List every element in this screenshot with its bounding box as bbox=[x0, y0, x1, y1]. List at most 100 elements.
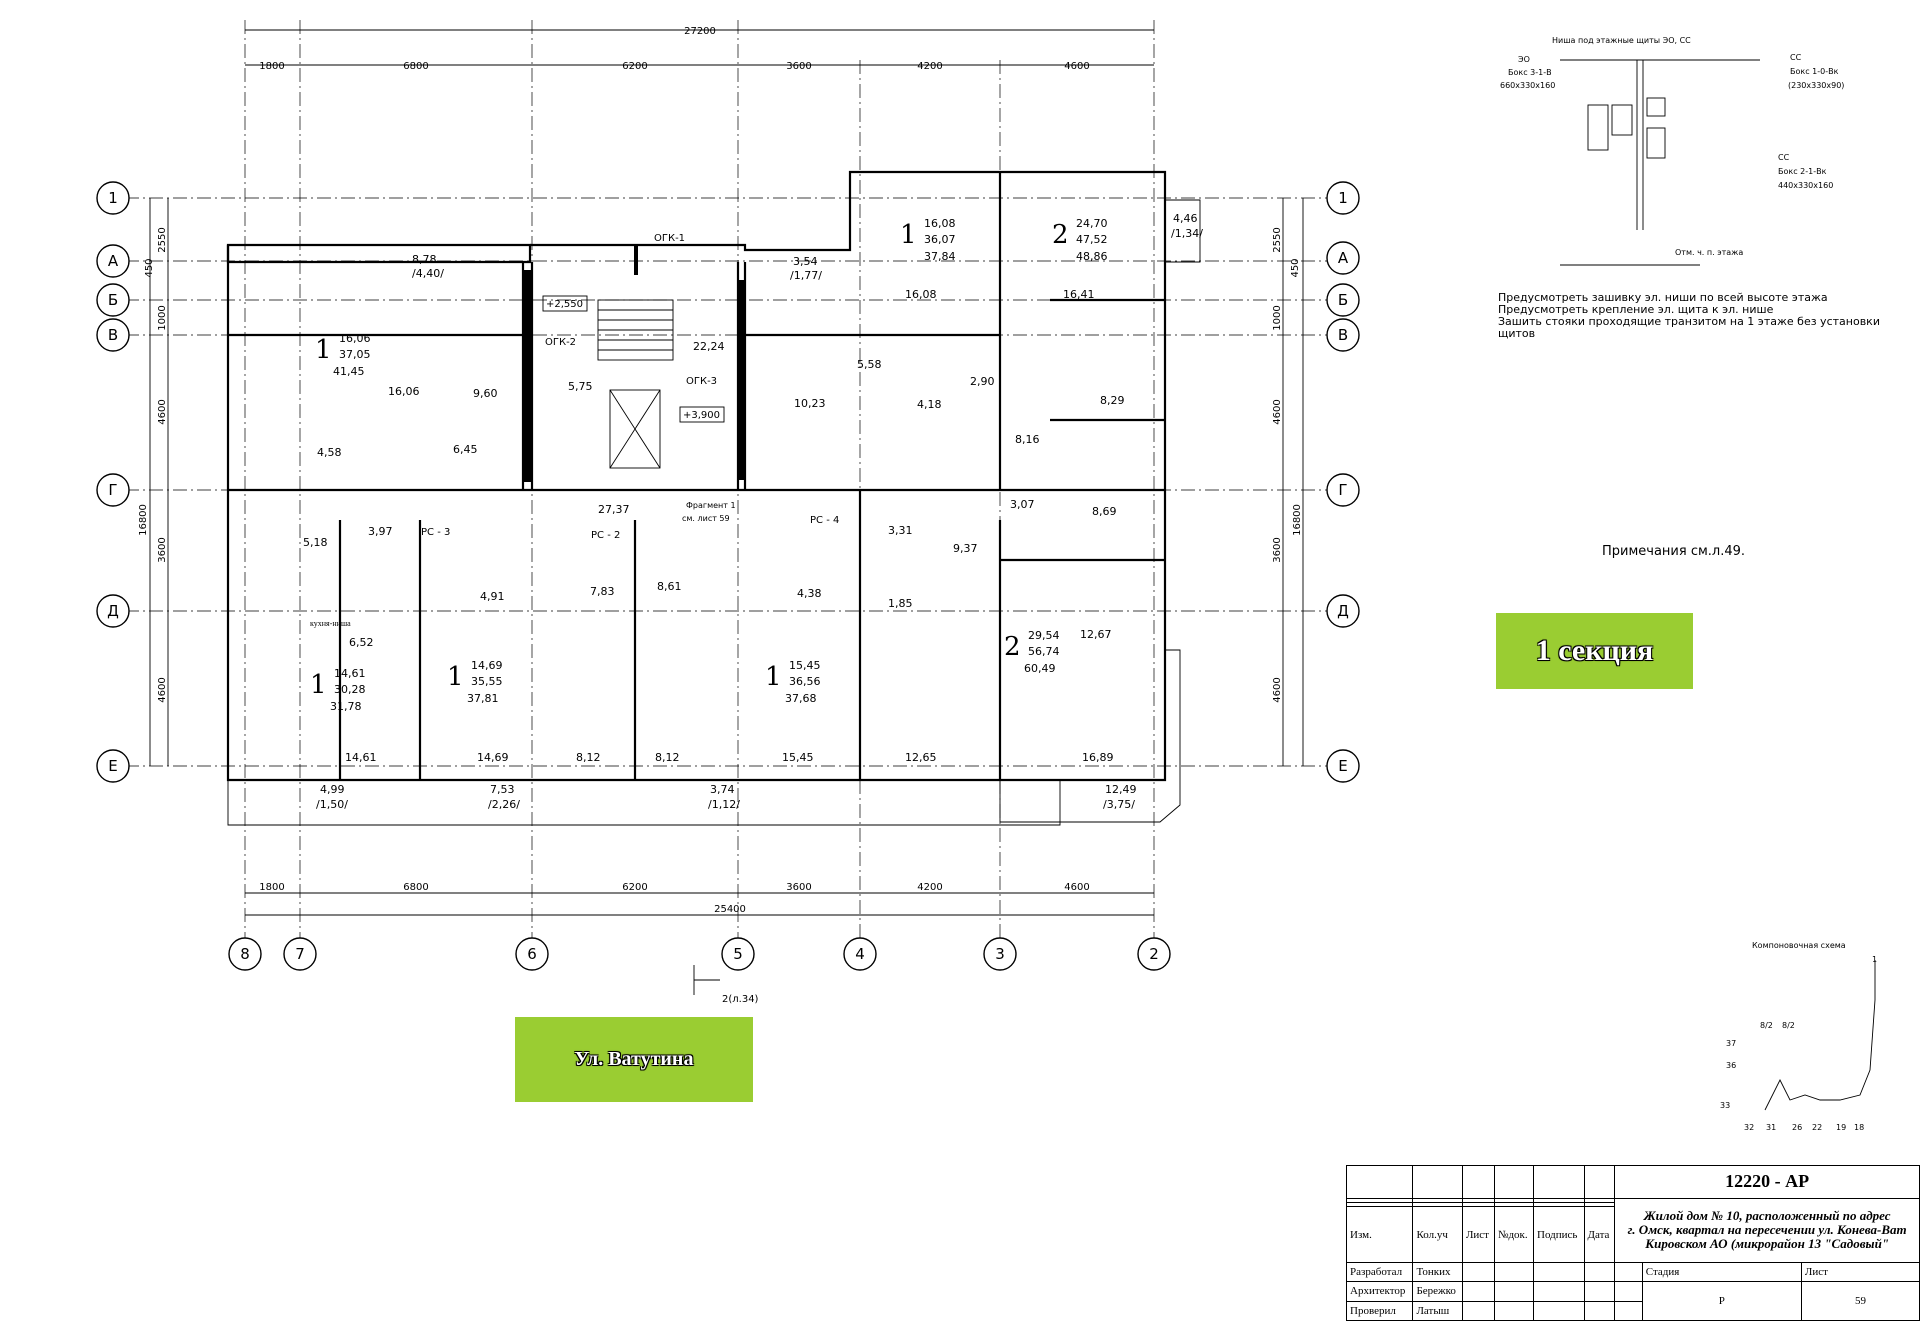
person: Латыш bbox=[1412, 1300, 1463, 1321]
balcony-area: 4,99 bbox=[320, 783, 345, 796]
room-area: 8,16 bbox=[1015, 433, 1040, 446]
col-header: Кол.уч bbox=[1412, 1206, 1463, 1263]
balcony-area: 12,49 bbox=[1105, 783, 1137, 796]
axis-label: Д bbox=[1337, 602, 1349, 620]
axis-label: 8 bbox=[240, 945, 250, 963]
room-area: 8,61 bbox=[657, 580, 682, 593]
note-line: Предусмотреть зашивку эл. ниши по всей в… bbox=[1498, 291, 1828, 304]
svg-text:37,05: 37,05 bbox=[339, 348, 371, 361]
dim-top: 6800 bbox=[403, 61, 428, 72]
role: Архитектор bbox=[1345, 1281, 1414, 1302]
room-area: 3,97 bbox=[368, 525, 393, 538]
niche-detail: Ниша под этажные щиты ЭО, СС ЭО Бокс 3-1… bbox=[1500, 36, 1844, 266]
person: Бережко bbox=[1412, 1281, 1463, 1302]
axis-label: Д bbox=[107, 602, 119, 620]
room-area: 5,58 bbox=[857, 358, 882, 371]
svg-text:36: 36 bbox=[1726, 1061, 1736, 1070]
core-labels: ОГК-1 ОГК-2 ОГК-3 +2,550 +3,900 РС - 2 Р… bbox=[310, 233, 839, 1005]
dim-right-total: 16800 bbox=[1292, 504, 1303, 536]
dim-right: 2550 bbox=[1272, 227, 1283, 252]
svg-text:47,52: 47,52 bbox=[1076, 233, 1108, 246]
svg-text:Бокс 2-1-Вк: Бокс 2-1-Вк bbox=[1778, 167, 1827, 176]
dim-right: 3600 bbox=[1272, 537, 1283, 562]
room-area: 6,52 bbox=[349, 636, 374, 649]
project-address: Жилой дом № 10, расположенный по адрес г… bbox=[1614, 1197, 1920, 1263]
room-area: 9,37 bbox=[953, 542, 978, 555]
horizontal-grid-lines bbox=[125, 197, 1330, 767]
axis-label: 1 bbox=[108, 189, 118, 207]
svg-text:24,70: 24,70 bbox=[1076, 217, 1108, 230]
left-dimension-chain: 16800 2550 450 1000 4600 3600 4600 bbox=[138, 198, 169, 766]
svg-text:36,07: 36,07 bbox=[924, 233, 956, 246]
kitchen-niche-label: кухня-ниша bbox=[310, 619, 351, 628]
dim-top: 1800 bbox=[259, 61, 284, 72]
col-header: Изм. bbox=[1345, 1206, 1414, 1263]
svg-text:8/2: 8/2 bbox=[1760, 1021, 1773, 1030]
balcony-area: 3,54 bbox=[793, 255, 818, 268]
role: Разработал bbox=[1345, 1261, 1414, 1283]
room-area: 3,07 bbox=[1010, 498, 1035, 511]
svg-text:37,68: 37,68 bbox=[785, 692, 817, 705]
svg-text:14,61: 14,61 bbox=[334, 667, 366, 680]
svg-text:Отм. ч. п. этажа: Отм. ч. п. этажа bbox=[1675, 248, 1743, 257]
niche-title: Ниша под этажные щиты ЭО, СС bbox=[1552, 36, 1691, 45]
room-area: 8,29 bbox=[1100, 394, 1125, 407]
svg-text:31,78: 31,78 bbox=[330, 700, 362, 713]
svg-text:Бокс 1-0-Вк: Бокс 1-0-Вк bbox=[1790, 67, 1839, 76]
axis-label: Г bbox=[108, 481, 117, 499]
balcony-area: /4,40/ bbox=[412, 267, 444, 280]
svg-text:30,28: 30,28 bbox=[334, 683, 366, 696]
street-label: Ул. Ватутина bbox=[515, 1017, 753, 1102]
svg-text:36,56: 36,56 bbox=[789, 675, 821, 688]
room-area: 5,75 bbox=[568, 380, 593, 393]
axis-label: Б bbox=[1338, 291, 1348, 309]
balcony-area: 3,74 bbox=[710, 783, 735, 796]
axis-label: А bbox=[108, 252, 119, 270]
room-area: 5,18 bbox=[303, 536, 328, 549]
row-axis-markers: 1 А Б В Г Д Е 1 А Б В Г Д Е bbox=[96, 181, 1360, 783]
svg-text:32: 32 bbox=[1744, 1123, 1754, 1132]
section-mark: 2(л.34) bbox=[722, 994, 759, 1005]
svg-text:660х330х160: 660х330х160 bbox=[1500, 81, 1555, 90]
rs2-label: РС - 2 bbox=[591, 530, 620, 541]
dim-top-total: 27200 bbox=[684, 26, 716, 37]
axis-label: 3 bbox=[995, 945, 1005, 963]
svg-text:60,49: 60,49 bbox=[1024, 662, 1056, 675]
right-dimension-chain: 2550 450 1000 4600 3600 4600 16800 bbox=[1272, 198, 1304, 766]
dim-bottom: 4200 bbox=[917, 882, 942, 893]
dim-left-total: 16800 bbox=[138, 504, 149, 536]
room-area: 8,69 bbox=[1092, 505, 1117, 518]
room-area: 27,37 bbox=[598, 503, 630, 516]
svg-text:440х330х160: 440х330х160 bbox=[1778, 181, 1833, 190]
dim-top: 4200 bbox=[917, 61, 942, 72]
room-areas: 16,06 9,60 6,45 4,58 5,75 22,24 10,23 5,… bbox=[303, 288, 1125, 764]
axis-label: В bbox=[1338, 326, 1348, 344]
stair-core bbox=[523, 245, 745, 482]
balcony-area: /1,12/ bbox=[708, 798, 740, 811]
balcony-area: /1,77/ bbox=[790, 269, 822, 282]
room-area: 14,61 bbox=[345, 751, 377, 764]
balcony-area: /3,75/ bbox=[1103, 798, 1135, 811]
note-line: Предусмотреть крепление эл. щита к эл. н… bbox=[1498, 303, 1774, 316]
fragment-label: Фрагмент 1 bbox=[686, 501, 736, 510]
sheet-value: 59 bbox=[1800, 1281, 1920, 1321]
bottom-dimension-chain: 1800 6800 6200 3600 4200 4600 25400 bbox=[245, 882, 1154, 916]
column-axis-markers: 8 7 6 5 4 3 2 bbox=[228, 937, 1171, 971]
svg-text:56,74: 56,74 bbox=[1028, 645, 1060, 658]
dim-left: 4600 bbox=[157, 399, 168, 424]
apartment-tag: 1 15,45 36,56 37,68 bbox=[765, 659, 821, 705]
room-area: 14,69 bbox=[477, 751, 509, 764]
svg-text:37,84: 37,84 bbox=[924, 250, 956, 263]
axis-label: 6 bbox=[527, 945, 537, 963]
room-area: 8,12 bbox=[576, 751, 601, 764]
rs4-label: РС - 4 bbox=[810, 515, 839, 526]
key-plan-title: Компоновочная схема bbox=[1752, 941, 1846, 950]
svg-text:48,86: 48,86 bbox=[1076, 250, 1108, 263]
axis-label: Е bbox=[1338, 757, 1347, 775]
svg-text:1: 1 bbox=[765, 662, 782, 692]
section-label: 1 секция bbox=[1496, 613, 1693, 689]
stage-value: Р bbox=[1641, 1281, 1802, 1321]
role: Проверил bbox=[1345, 1300, 1414, 1321]
balcony-area: /1,50/ bbox=[316, 798, 348, 811]
svg-text:16,06: 16,06 bbox=[339, 332, 371, 345]
